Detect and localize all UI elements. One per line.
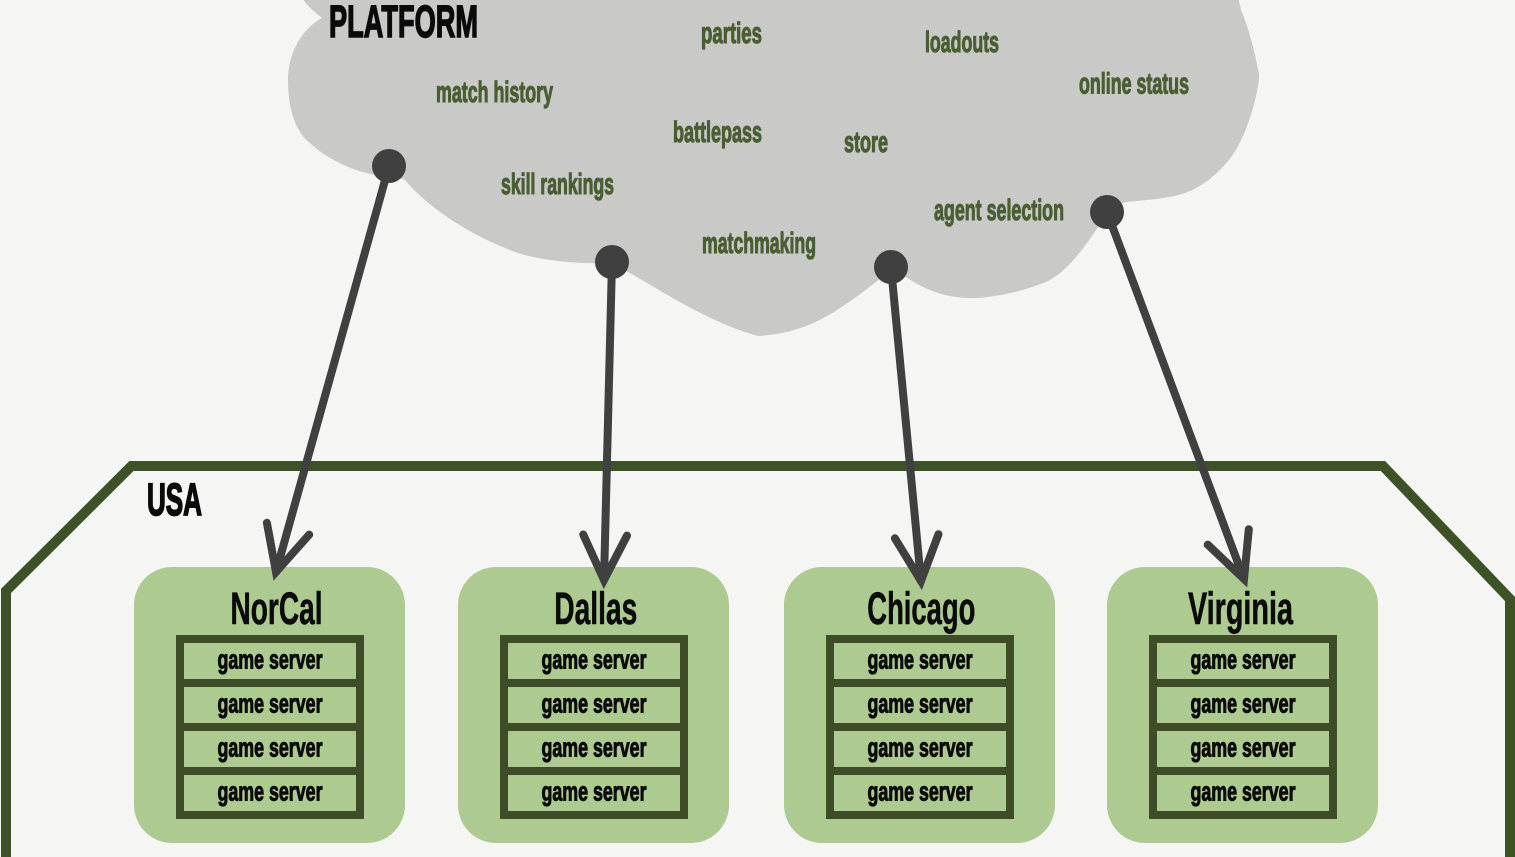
svg-text:game server: game server — [868, 733, 973, 763]
svg-text:game server: game server — [542, 733, 647, 763]
svg-text:agent selection: agent selection — [934, 194, 1064, 227]
svg-text:game server: game server — [218, 733, 323, 763]
svg-text:game server: game server — [868, 689, 973, 719]
svg-text:Virginia: Virginia — [1188, 583, 1293, 634]
svg-text:parties: parties — [701, 17, 762, 50]
svg-text:NorCal: NorCal — [231, 583, 323, 634]
svg-text:USA: USA — [147, 474, 202, 525]
svg-text:game server: game server — [1191, 689, 1296, 719]
svg-text:game server: game server — [1191, 777, 1296, 807]
svg-text:game server: game server — [1191, 645, 1296, 675]
svg-text:Chicago: Chicago — [867, 583, 975, 634]
svg-text:online status: online status — [1079, 68, 1189, 101]
svg-text:matchmaking: matchmaking — [702, 227, 816, 260]
svg-text:skill rankings: skill rankings — [501, 168, 614, 201]
svg-text:game server: game server — [218, 645, 323, 675]
svg-text:store: store — [844, 126, 888, 159]
svg-text:game server: game server — [542, 645, 647, 675]
svg-text:battlepass: battlepass — [673, 116, 762, 149]
svg-text:game server: game server — [218, 777, 323, 807]
svg-text:Dallas: Dallas — [554, 583, 637, 634]
svg-text:game server: game server — [868, 777, 973, 807]
svg-text:match history: match history — [436, 76, 553, 109]
svg-text:game server: game server — [542, 777, 647, 807]
svg-text:loadouts: loadouts — [925, 26, 999, 59]
svg-text:game server: game server — [1191, 733, 1296, 763]
svg-text:game server: game server — [868, 645, 973, 675]
svg-text:game server: game server — [218, 689, 323, 719]
svg-text:game server: game server — [542, 689, 647, 719]
svg-text:PLATFORM: PLATFORM — [329, 0, 478, 47]
